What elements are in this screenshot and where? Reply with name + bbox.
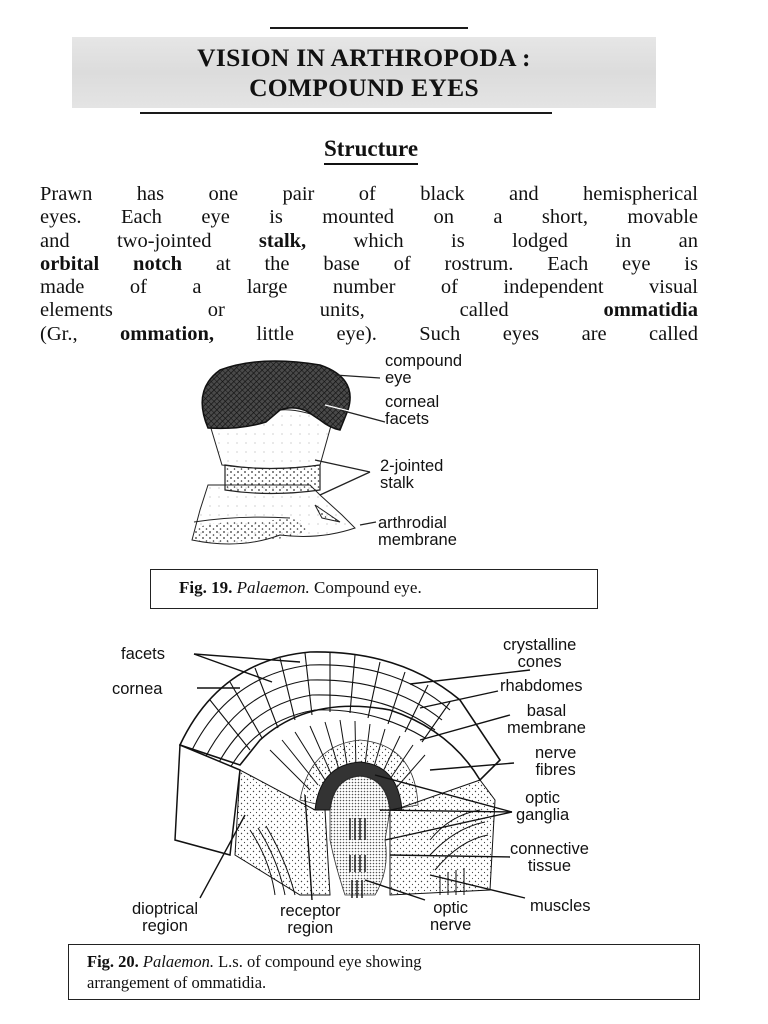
label-crystalline-cones: crystalline cones (503, 636, 577, 671)
label-corneal-facets: corneal facets (385, 393, 440, 428)
fig20-genus: Palaemon. (142, 952, 214, 971)
section-heading-text: Structure (323, 136, 419, 165)
paragraph-line: Prawn has one pair of black and hemisphe… (40, 183, 698, 205)
label-muscles: muscles (530, 897, 591, 915)
label-cornea: cornea (112, 680, 163, 698)
label-nerve-fibres: nerve fibres (535, 744, 577, 779)
paragraph-line: (Gr., ommation, little eye). Such eyes a… (40, 322, 698, 345)
section-heading: Structure (0, 136, 742, 165)
figure-20-caption: Fig. 20. Palaemon. L.s. of compound eye … (68, 944, 700, 1000)
label-compound-eye: compound eye (385, 352, 463, 387)
label-connective-tissue: connective tissue (510, 840, 589, 875)
fig20-text-line1: L.s. of compound eye showing (218, 952, 422, 971)
title-line-2: COMPOUND EYES (249, 73, 479, 102)
figure-19-caption: Fig. 19. Palaemon. Compound eye. (150, 569, 598, 609)
paragraph-line: elements or units, called ommatidia (40, 299, 698, 322)
label-arthrodial-membrane: arthrodial membrane (378, 514, 457, 549)
fig19-number: Fig. 19. (179, 578, 233, 597)
paragraph-line: eyes. Each eye is mounted on a short, mo… (40, 206, 698, 229)
fig20-text-line2: arrangement of ommatidia. (87, 973, 267, 992)
label-facets: facets (121, 645, 166, 663)
paragraph-line: and two-jointed stalk, which is lodged i… (40, 229, 698, 252)
paragraph-line: orbital notch at the base of rostrum. Ea… (40, 252, 698, 275)
figure-20-compound-eye-section-diagram (174, 651, 502, 898)
label-optic-ganglia: optic ganglia (516, 789, 570, 824)
title-line-1: VISION IN ARTHROPODA : (197, 43, 531, 72)
paragraph-line: made of a large number of independent vi… (40, 276, 698, 299)
chapter-title: VISION IN ARTHROPODA : COMPOUND EYES (72, 37, 656, 108)
label-2-jointed-stalk: 2-jointed stalk (380, 457, 444, 492)
fig19-genus: Palaemon. (236, 578, 310, 597)
label-dioptrical-region: dioptrical region (132, 900, 199, 935)
label-basal-membrane: basal membrane (507, 702, 586, 737)
top-rule (270, 27, 468, 29)
body-paragraph: Prawn has one pair of black and hemisphe… (40, 183, 698, 346)
label-receptor-region: receptor region (280, 902, 341, 937)
title-underline-rule (140, 112, 552, 114)
label-rhabdomes: rhabdomes (500, 677, 583, 695)
label-optic-nerve: optic nerve (430, 899, 472, 934)
fig20-number: Fig. 20. (87, 952, 139, 971)
fig19-text: Compound eye. (314, 578, 422, 597)
figure-19-prawn-eye-diagram (191, 360, 386, 545)
